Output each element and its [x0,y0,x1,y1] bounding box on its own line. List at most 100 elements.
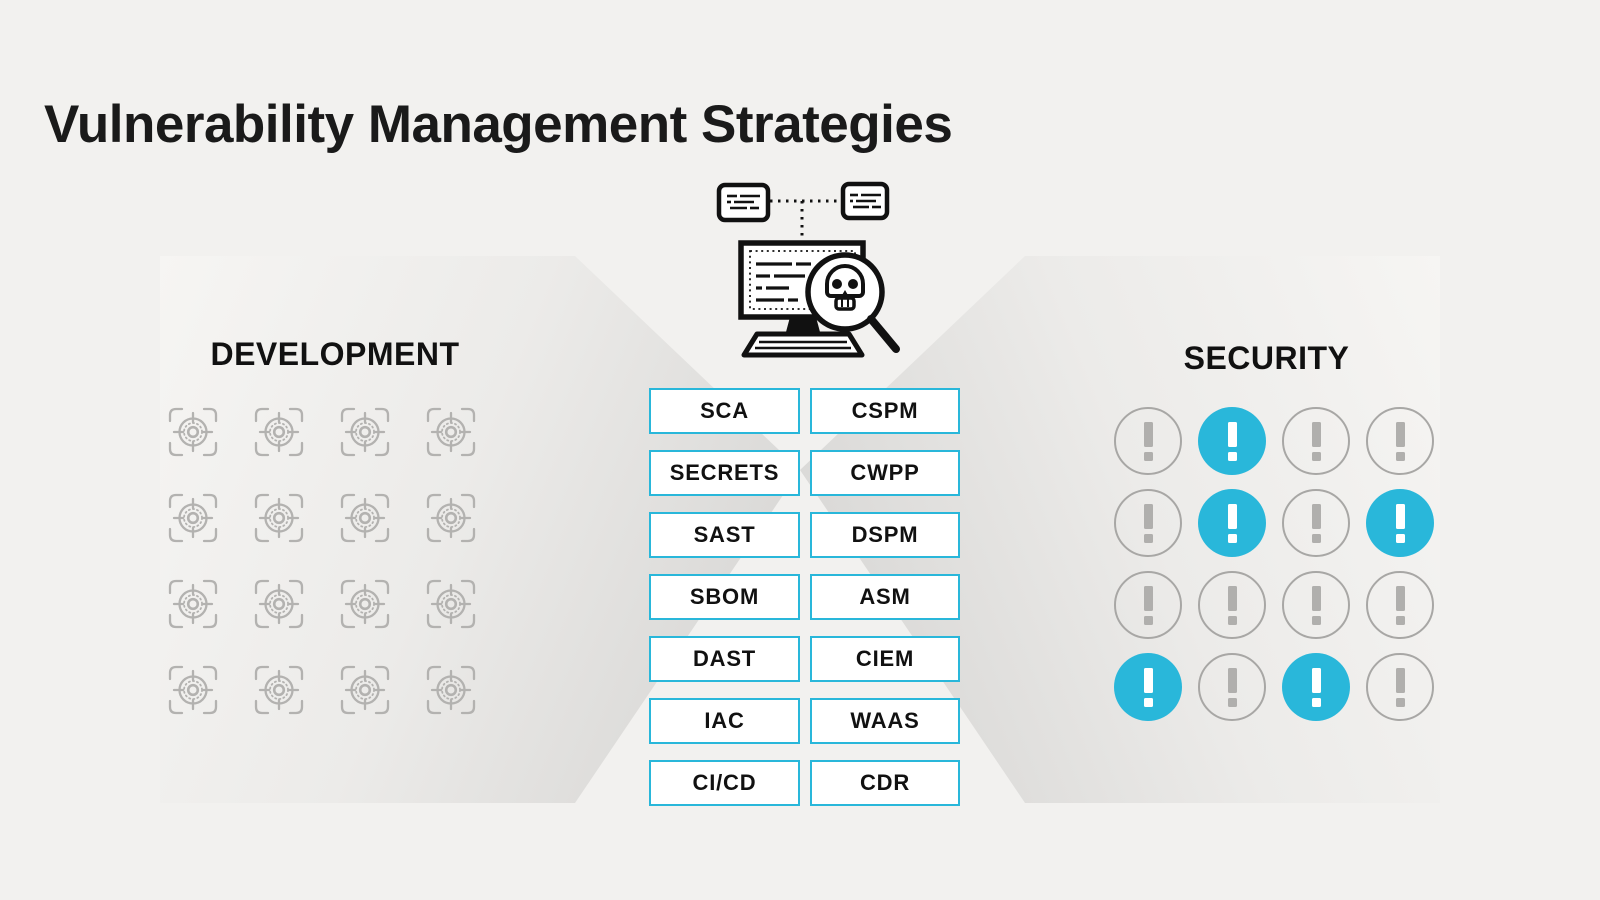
exclamation-bar [1143,421,1153,447]
tool-box-label: WAAS [850,708,920,733]
tool-box-label: DAST [692,646,757,671]
target-icon [340,407,390,457]
tool-box-asm: ASM [810,574,960,620]
exclamation-bar [1143,667,1153,693]
alert-icon [1114,407,1182,475]
target-icon [254,407,304,457]
target-icon [340,579,390,629]
exclamation-bar [1311,503,1321,529]
target-icon [254,665,304,715]
exclamation-dot [1143,451,1153,461]
exclamation-bar [1143,503,1153,529]
alert-icon-active [1198,489,1266,557]
exclamation-bar [1143,585,1153,611]
alert-icon-active [1366,489,1434,557]
target-icon [254,579,304,629]
target-icon [426,493,476,543]
tool-box-label: SCA [700,398,749,423]
exclamation-dot [1395,697,1405,707]
tool-box-label: CWPP [850,460,920,485]
tool-box-dast: DAST [649,636,800,682]
target-icon [168,665,218,715]
exclamation-dot [1227,533,1237,543]
exclamation-bar [1227,585,1237,611]
alert-icon [1282,489,1350,557]
development-panel [160,256,800,803]
exclamation-dot [1311,615,1321,625]
tool-box-label: CI/CD [692,770,757,795]
skull-magnifier-icon [805,252,900,353]
exclamation-dot [1311,697,1321,707]
target-icon [168,579,218,629]
keyboard-icon [741,331,865,358]
tool-box-label: CSPM [851,398,919,423]
exclamation-dot [1143,533,1153,543]
exclamation-bar [1227,667,1237,693]
alert-icon [1282,407,1350,475]
alert-icon-active [1282,653,1350,721]
tool-box-cdr: CDR [810,760,960,806]
target-icon [426,579,476,629]
exclamation-dot [1395,615,1405,625]
exclamation-bar [1311,667,1321,693]
tool-box-label: ASM [859,584,911,609]
alert-icon-active [1198,407,1266,475]
target-icon [426,407,476,457]
security-label: SECURITY [1183,340,1350,376]
alert-icon [1366,571,1434,639]
tool-box-sast: SAST [649,512,800,558]
exclamation-bar [1227,503,1237,529]
tool-box-label: CIEM [855,646,915,671]
target-icon [168,407,218,457]
tool-box-label: SAST [693,522,756,547]
exclamation-bar [1311,421,1321,447]
development-label: DEVELOPMENT [210,336,460,372]
exclamation-dot [1395,533,1405,543]
exclamation-dot [1227,697,1237,707]
tool-box-cspm: CSPM [810,388,960,434]
tool-box-label: IAC [704,708,745,733]
alert-icon [1366,407,1434,475]
target-icon [340,493,390,543]
target-icon [254,493,304,543]
tool-box-secrets: SECRETS [649,450,800,496]
target-icon [340,665,390,715]
security-tools-column: CSPM CWPP DSPM ASM CIEM WAAS CDR [810,388,960,806]
tool-box-sbom: SBOM [649,574,800,620]
alert-icon [1114,571,1182,639]
exclamation-bar [1227,421,1237,447]
exclamation-bar [1311,585,1321,611]
exclamation-bar [1395,503,1405,529]
alert-icon [1198,653,1266,721]
tool-box-dspm: DSPM [810,512,960,558]
exclamation-bar [1395,421,1405,447]
alert-icon-active [1114,653,1182,721]
tool-box-sca: SCA [649,388,800,434]
exclamation-dot [1143,697,1153,707]
target-icon [168,493,218,543]
exclamation-dot [1143,615,1153,625]
tool-box-cwpp: CWPP [810,450,960,496]
alert-icon [1114,489,1182,557]
exclamation-dot [1227,451,1237,461]
alert-icon [1366,653,1434,721]
exclamation-dot [1311,533,1321,543]
exclamation-bar [1395,667,1405,693]
tool-box-iac: IAC [649,698,800,744]
tool-box-ciem: CIEM [810,636,960,682]
alert-icon [1282,571,1350,639]
tool-box-label: CDR [859,770,911,795]
data-card-icon [840,181,890,221]
dev-tools-column: SCA SECRETS SAST SBOM DAST IAC CI/CD [649,388,800,806]
exclamation-dot [1227,615,1237,625]
security-grid [1114,407,1434,721]
tool-box-ci-cd: CI/CD [649,760,800,806]
tool-box-label: SBOM [689,584,760,609]
exclamation-dot [1311,451,1321,461]
code-lines [756,262,811,302]
target-icon [426,665,476,715]
exclamation-dot [1395,451,1405,461]
monitor-skull-illustration [716,181,900,358]
tool-box-label: DSPM [851,522,919,547]
